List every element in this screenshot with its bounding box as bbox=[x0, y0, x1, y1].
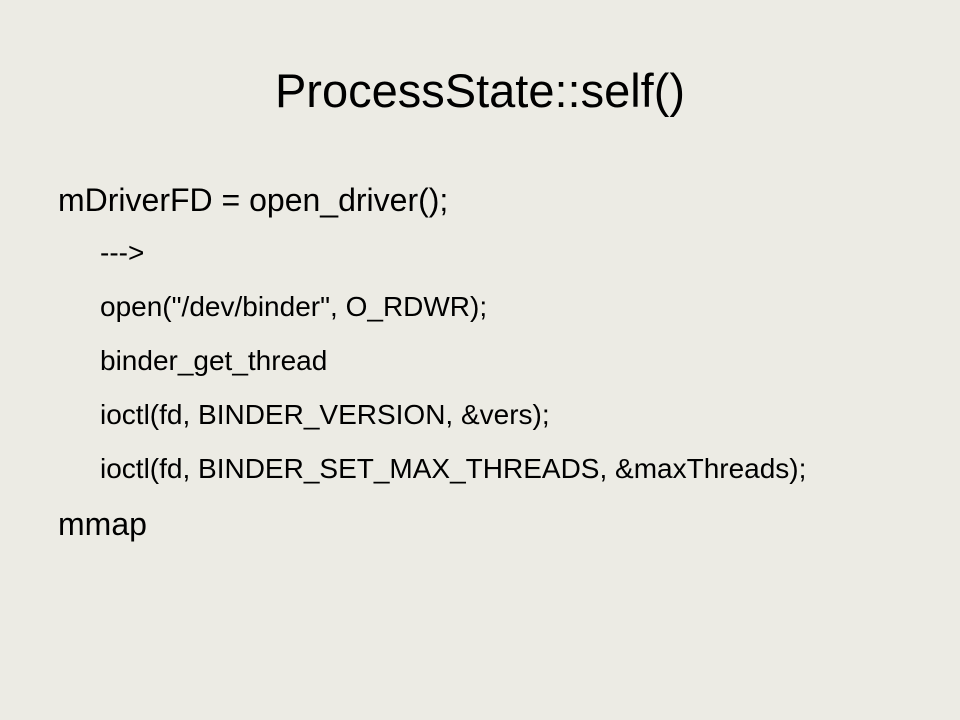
bullet-level2-get-thread: binder_get_thread bbox=[100, 345, 328, 376]
slide-body: mDriverFD = open_driver(); ---> open("/d… bbox=[58, 176, 938, 548]
bullet-level2-open: open("/dev/binder", O_RDWR); bbox=[100, 291, 488, 322]
bullet-level2-ioctl-max-threads: ioctl(fd, BINDER_SET_MAX_THREADS, &maxTh… bbox=[100, 453, 807, 484]
bullet-level2-arrow: ---> bbox=[100, 237, 145, 268]
bullet-level1-driver: mDriverFD = open_driver(); bbox=[58, 182, 449, 218]
slide-title: ProcessState::self() bbox=[274, 64, 686, 117]
bullet-level2-ioctl-version: ioctl(fd, BINDER_VERSION, &vers); bbox=[100, 399, 550, 430]
bullet-level1-mmap: mmap bbox=[58, 506, 147, 542]
